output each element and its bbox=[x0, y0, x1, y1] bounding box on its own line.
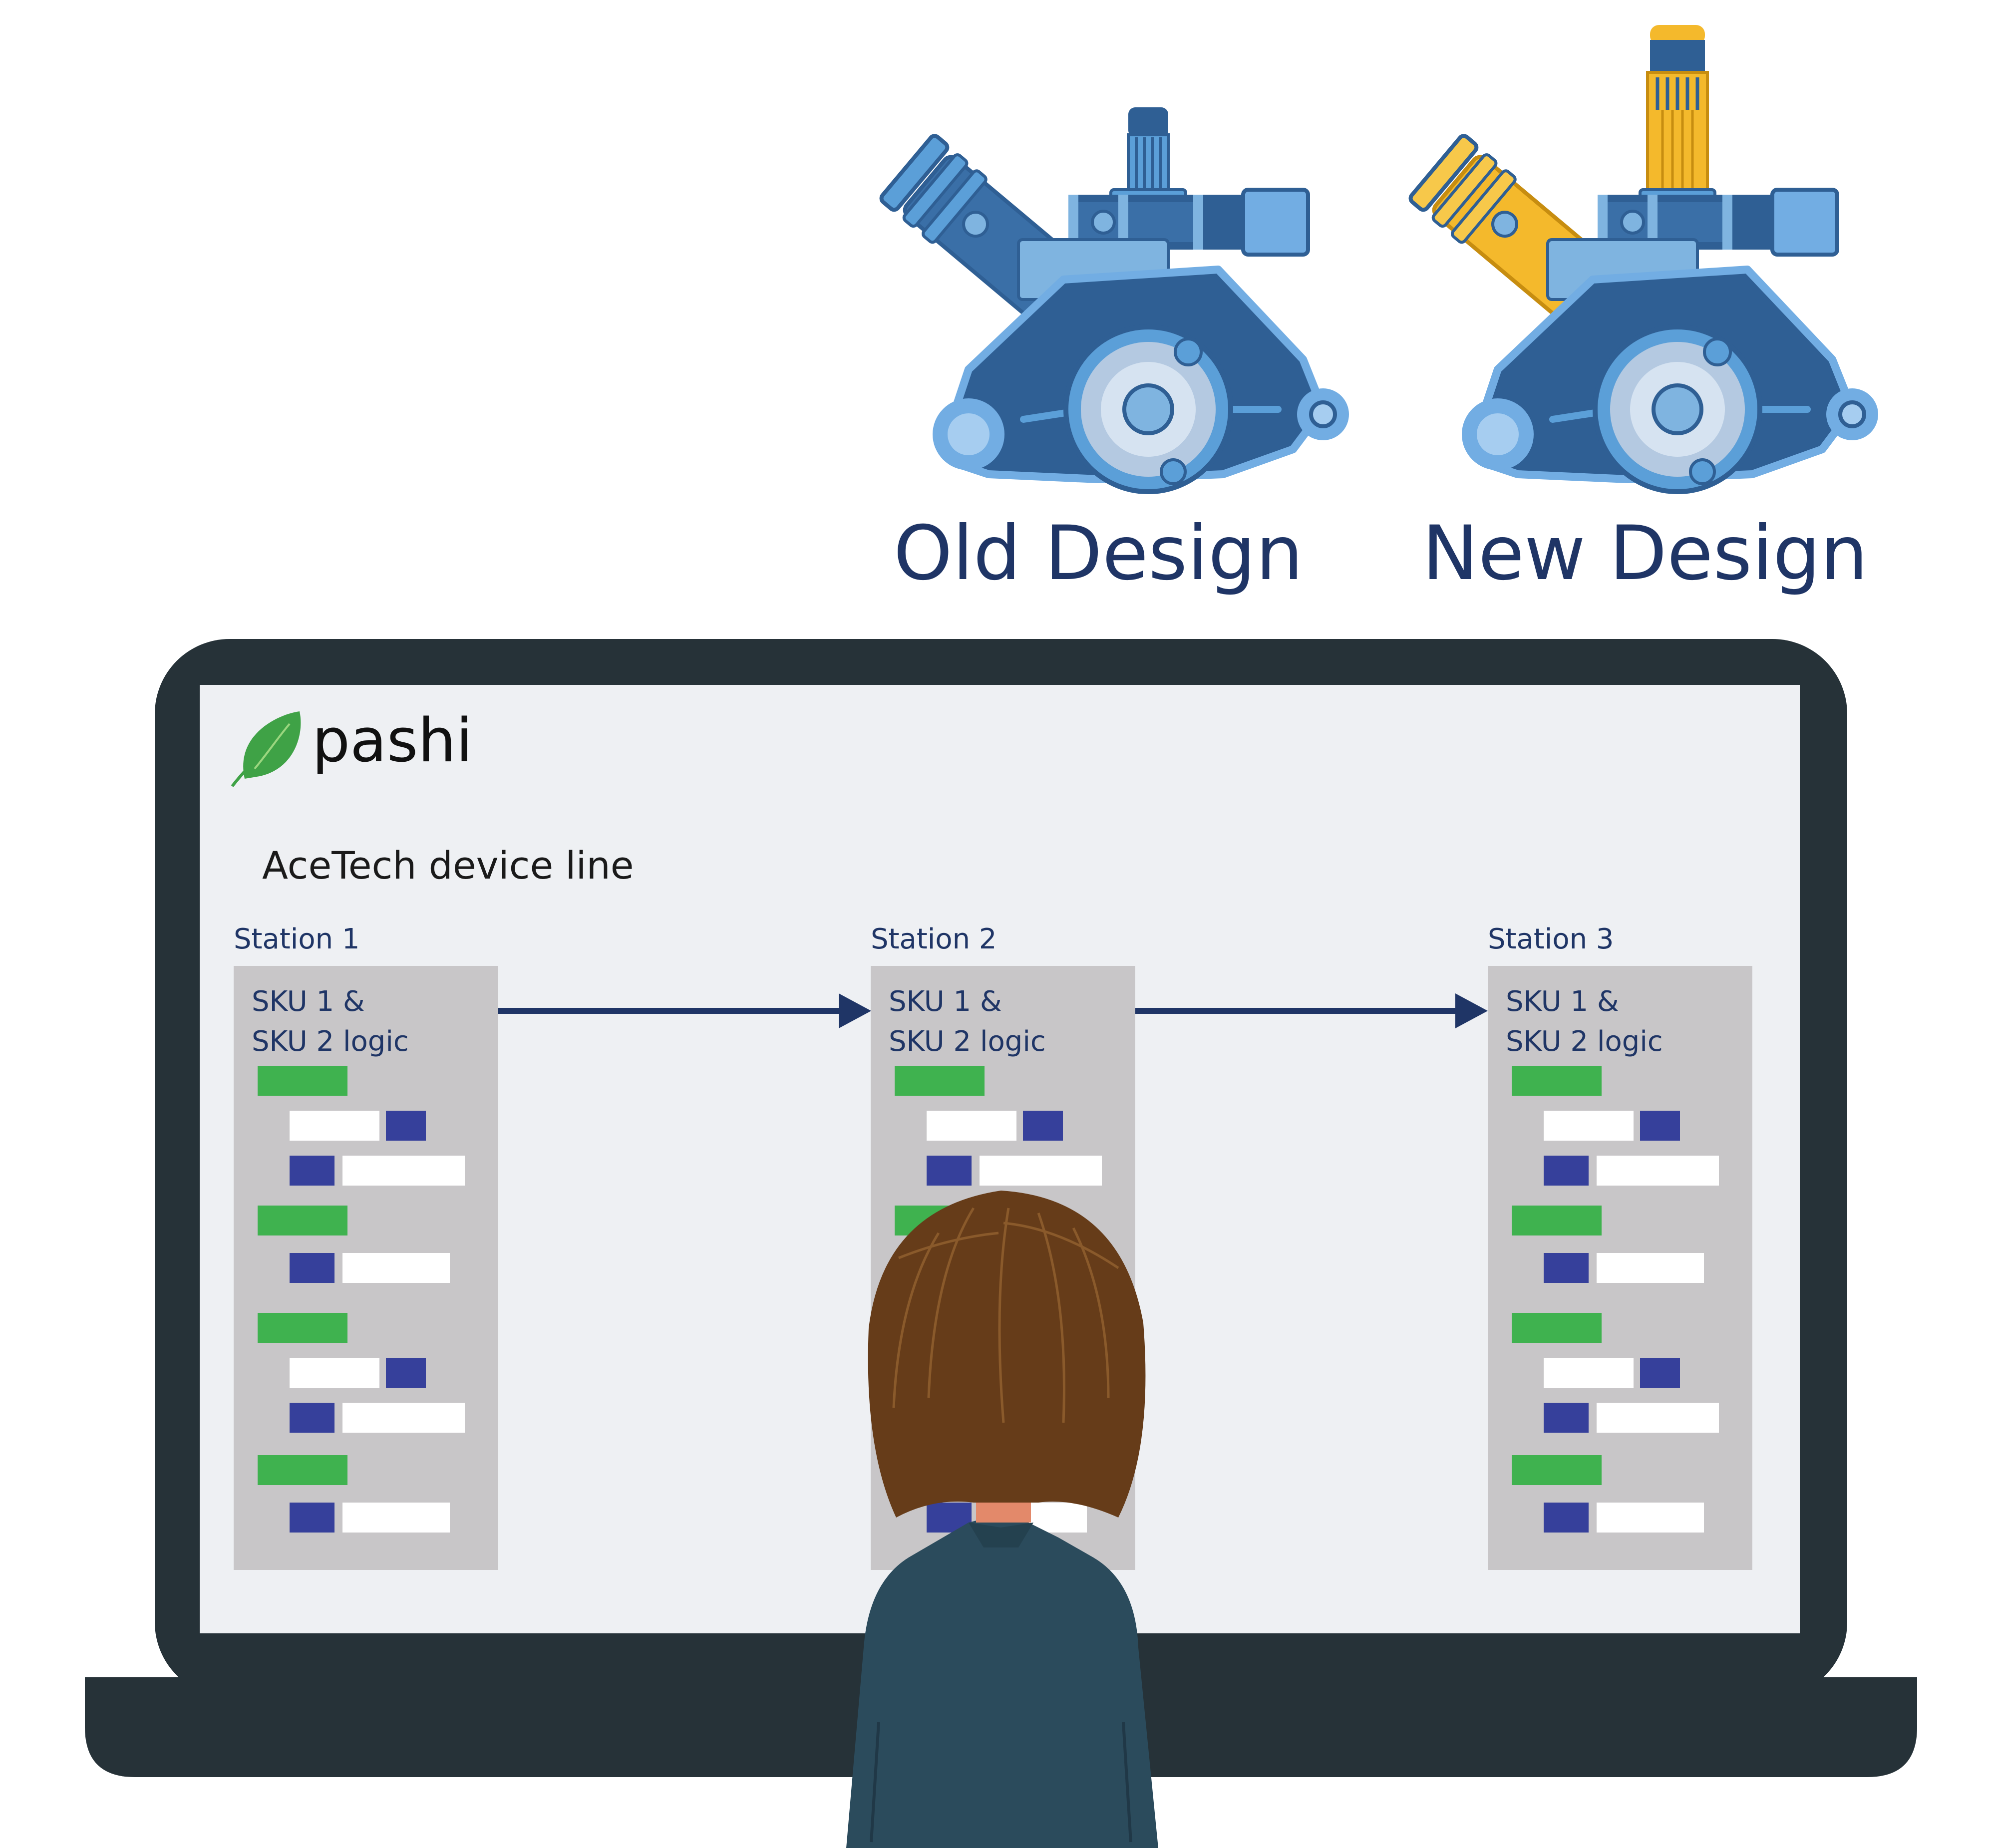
logic-step-field bbox=[1597, 1403, 1719, 1433]
logic-step-field bbox=[927, 1111, 1016, 1141]
logic-step-field bbox=[342, 1253, 450, 1283]
logic-step-marker bbox=[1544, 1403, 1589, 1433]
station-1-card[interactable]: SKU 1 & SKU 2 logic bbox=[234, 966, 498, 1570]
logic-group-bar bbox=[258, 1455, 347, 1485]
logic-group-bar bbox=[258, 1313, 347, 1343]
logic-step-marker bbox=[386, 1358, 426, 1388]
person-jacket bbox=[846, 1513, 1158, 1848]
card-text-line1: SKU 1 & bbox=[252, 985, 365, 1018]
logic-step-marker bbox=[1544, 1156, 1589, 1186]
logic-step-marker bbox=[1544, 1503, 1589, 1533]
logic-group-bar bbox=[1512, 1206, 1602, 1235]
logic-group-bar bbox=[1512, 1066, 1602, 1096]
old-design-device-illustration bbox=[879, 107, 1349, 492]
station-2-title: Station 2 bbox=[871, 923, 997, 955]
logic-group-bar bbox=[895, 1066, 985, 1096]
arrow-station-2-to-3 bbox=[1134, 993, 1488, 1028]
logic-step-marker bbox=[1023, 1111, 1063, 1141]
person-hair bbox=[868, 1191, 1146, 1518]
logic-group-bar bbox=[1512, 1455, 1602, 1485]
page-title: AceTech device line bbox=[262, 843, 634, 888]
logic-step-marker bbox=[1544, 1253, 1589, 1283]
logic-step-field bbox=[1597, 1156, 1719, 1186]
logic-step-marker bbox=[290, 1403, 334, 1433]
logic-step-marker bbox=[927, 1156, 972, 1186]
station-3-card[interactable]: SKU 1 & SKU 2 logic bbox=[1488, 966, 1752, 1570]
logic-step-field bbox=[1597, 1253, 1704, 1283]
logic-step-field bbox=[342, 1156, 465, 1186]
card-text-line2: SKU 2 logic bbox=[889, 1025, 1046, 1058]
logic-step-marker bbox=[1640, 1358, 1680, 1388]
card-text-line1: SKU 1 & bbox=[1506, 985, 1619, 1018]
logic-step-field bbox=[1544, 1358, 1634, 1388]
person-viewer bbox=[846, 1191, 1158, 1848]
logic-group-bar bbox=[258, 1066, 347, 1096]
logic-step-field bbox=[290, 1358, 379, 1388]
new-design-label: New Design bbox=[1422, 510, 1868, 597]
old-design-label: Old Design bbox=[894, 510, 1304, 597]
logic-group-bar bbox=[258, 1206, 347, 1235]
card-text-line2: SKU 2 logic bbox=[1506, 1025, 1663, 1058]
new-design-device-illustration bbox=[1408, 25, 1878, 492]
logic-step-field bbox=[980, 1156, 1102, 1186]
pashi-logo: pashi bbox=[231, 706, 473, 787]
logic-group-bar bbox=[1512, 1313, 1602, 1343]
card-text-line1: SKU 1 & bbox=[889, 985, 1002, 1018]
card-text-line2: SKU 2 logic bbox=[252, 1025, 409, 1058]
logic-step-marker bbox=[290, 1253, 334, 1283]
logic-step-field bbox=[1544, 1111, 1634, 1141]
logic-step-marker bbox=[290, 1156, 334, 1186]
station-1-title: Station 1 bbox=[234, 923, 360, 955]
logic-step-marker bbox=[386, 1111, 426, 1141]
logo-text: pashi bbox=[312, 706, 473, 776]
logic-step-field bbox=[342, 1503, 450, 1533]
logic-step-field bbox=[342, 1403, 465, 1433]
arrow-station-1-to-2 bbox=[498, 993, 871, 1028]
logic-step-field bbox=[290, 1111, 379, 1141]
station-3-title: Station 3 bbox=[1488, 923, 1614, 955]
logic-step-marker bbox=[1640, 1111, 1680, 1141]
logic-step-field bbox=[1597, 1503, 1704, 1533]
logic-step-marker bbox=[290, 1503, 334, 1533]
